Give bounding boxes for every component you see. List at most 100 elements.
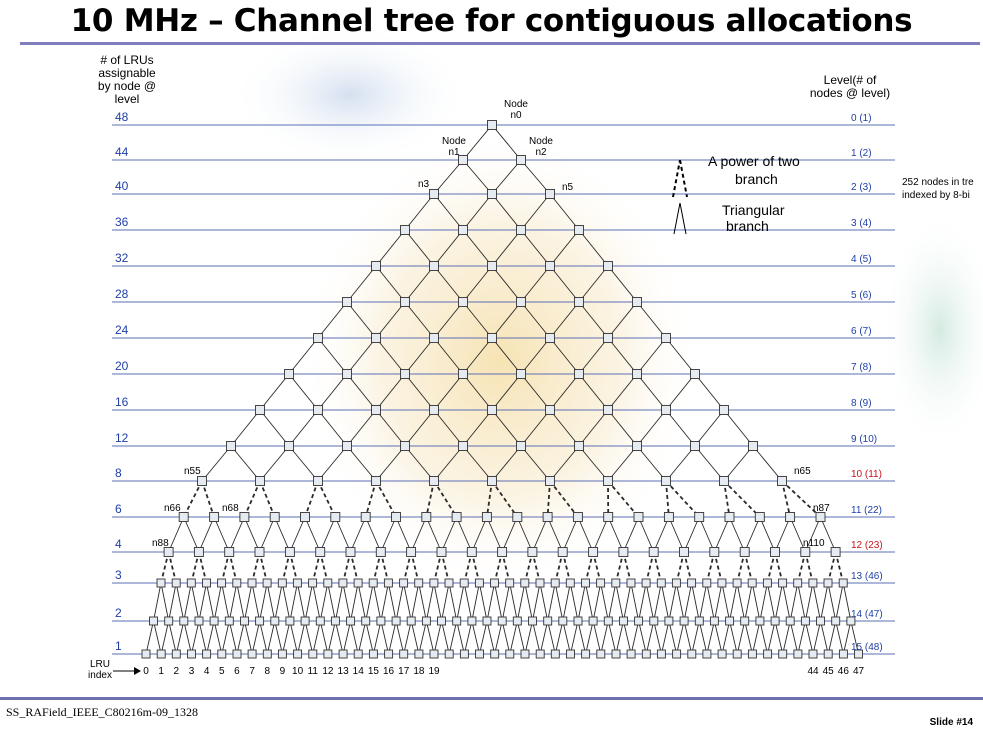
tree-node xyxy=(545,476,555,486)
triangular-edge xyxy=(456,516,473,553)
lru-count-label: 8 xyxy=(115,466,122,480)
title-divider xyxy=(20,42,980,45)
triangular-edge xyxy=(350,620,359,655)
triangular-edge xyxy=(804,582,814,622)
tree-node xyxy=(284,547,295,557)
power-of-two-edge xyxy=(470,551,481,584)
triangular-edge xyxy=(592,582,602,622)
tree-node xyxy=(383,578,393,588)
triangular-edge xyxy=(607,620,617,655)
tree-node xyxy=(391,616,401,626)
power-of-two-edge xyxy=(713,551,723,584)
tree-node xyxy=(487,261,497,271)
level-label: 6 (7) xyxy=(851,326,872,337)
triangular-edge xyxy=(520,373,551,411)
lru-index-number: 0 xyxy=(143,666,149,677)
power-of-two-edge xyxy=(486,480,493,518)
power-of-two-edge xyxy=(379,551,390,584)
level-label: 8 (9) xyxy=(851,398,872,409)
power-of-two-edge xyxy=(614,551,625,584)
tree-node xyxy=(793,578,803,588)
tree-node xyxy=(371,476,381,486)
triangular-edge xyxy=(694,409,725,447)
triangular-edge xyxy=(494,620,503,655)
tree-node xyxy=(375,547,386,557)
triangular-edge xyxy=(744,620,753,655)
triangular-edge xyxy=(471,516,488,553)
triangular-edge xyxy=(228,516,245,553)
triangular-edge xyxy=(448,620,458,655)
triangular-edge xyxy=(524,582,533,622)
triangular-edge xyxy=(346,337,377,375)
tree-node xyxy=(202,649,212,659)
triangular-edge xyxy=(433,265,464,303)
lru-index-number: 44 xyxy=(807,666,819,677)
triangular-edge xyxy=(676,620,685,655)
tree-node xyxy=(512,512,523,522)
triangular-edge xyxy=(274,516,291,553)
triangular-edge xyxy=(532,620,541,655)
tree-node xyxy=(632,369,642,379)
tree-node xyxy=(709,616,719,626)
triangular-edge xyxy=(281,582,291,622)
lru-index-label: LRU xyxy=(90,659,110,670)
triangular-edge xyxy=(327,620,336,655)
triangular-edge xyxy=(520,301,551,339)
tree-node xyxy=(284,441,294,451)
triangular-edge xyxy=(835,620,844,655)
tree-node xyxy=(740,616,750,626)
triangular-edge xyxy=(168,620,177,655)
power-of-two-edge xyxy=(220,551,231,584)
triangular-edge xyxy=(549,337,580,375)
power-of-two-edge xyxy=(160,551,170,584)
power-of-two-edge xyxy=(198,551,208,584)
tree-node xyxy=(293,649,303,659)
triangular-edge xyxy=(486,620,496,655)
tree-node xyxy=(679,616,689,626)
triangular-edge xyxy=(375,337,406,375)
triangular-edge xyxy=(433,620,442,655)
lru-count-label: 32 xyxy=(115,251,129,265)
triangular-edge xyxy=(547,516,564,553)
tree-node xyxy=(371,405,381,415)
tree-node xyxy=(611,578,621,588)
tree-node xyxy=(429,476,439,486)
triangular-edge xyxy=(491,337,522,375)
tree-node xyxy=(414,578,424,588)
triangular-edge xyxy=(375,229,406,267)
triangular-edge xyxy=(486,582,495,622)
tree-node xyxy=(308,578,318,588)
triangular-edge xyxy=(636,373,667,411)
tree-node xyxy=(777,476,787,486)
tree-node xyxy=(345,547,356,557)
triangular-edge xyxy=(404,373,435,411)
tree-node xyxy=(550,578,560,588)
triangular-edge xyxy=(433,582,442,622)
tree-node xyxy=(520,578,530,588)
tree-node xyxy=(247,578,257,588)
triangular-edge xyxy=(375,265,406,303)
tree-node xyxy=(451,512,462,522)
triangular-legend-label: branch xyxy=(726,218,769,234)
tree-node xyxy=(490,649,500,659)
triangular-edge xyxy=(516,620,526,655)
tree-node xyxy=(444,578,454,588)
triangular-edge xyxy=(554,620,564,655)
triangular-edge xyxy=(304,516,321,553)
triangular-edge xyxy=(520,193,551,231)
tree-node xyxy=(516,297,526,307)
power-of-two-edge xyxy=(736,551,746,584)
power-of-two-edge xyxy=(463,551,473,584)
power-of-two-edge xyxy=(258,551,268,584)
triangular-edge xyxy=(319,620,329,655)
level-label: 5 (6) xyxy=(851,290,872,301)
slide-title: 10 MHz – Channel tree for contiguous all… xyxy=(70,3,913,39)
power-of-two-edge xyxy=(349,551,359,584)
triangular-edge xyxy=(425,620,435,655)
tree-node xyxy=(429,333,439,343)
triangular-edge xyxy=(259,620,268,655)
triangular-edge xyxy=(549,193,580,231)
triangular-edge xyxy=(623,582,632,622)
triangular-edge xyxy=(520,337,551,375)
